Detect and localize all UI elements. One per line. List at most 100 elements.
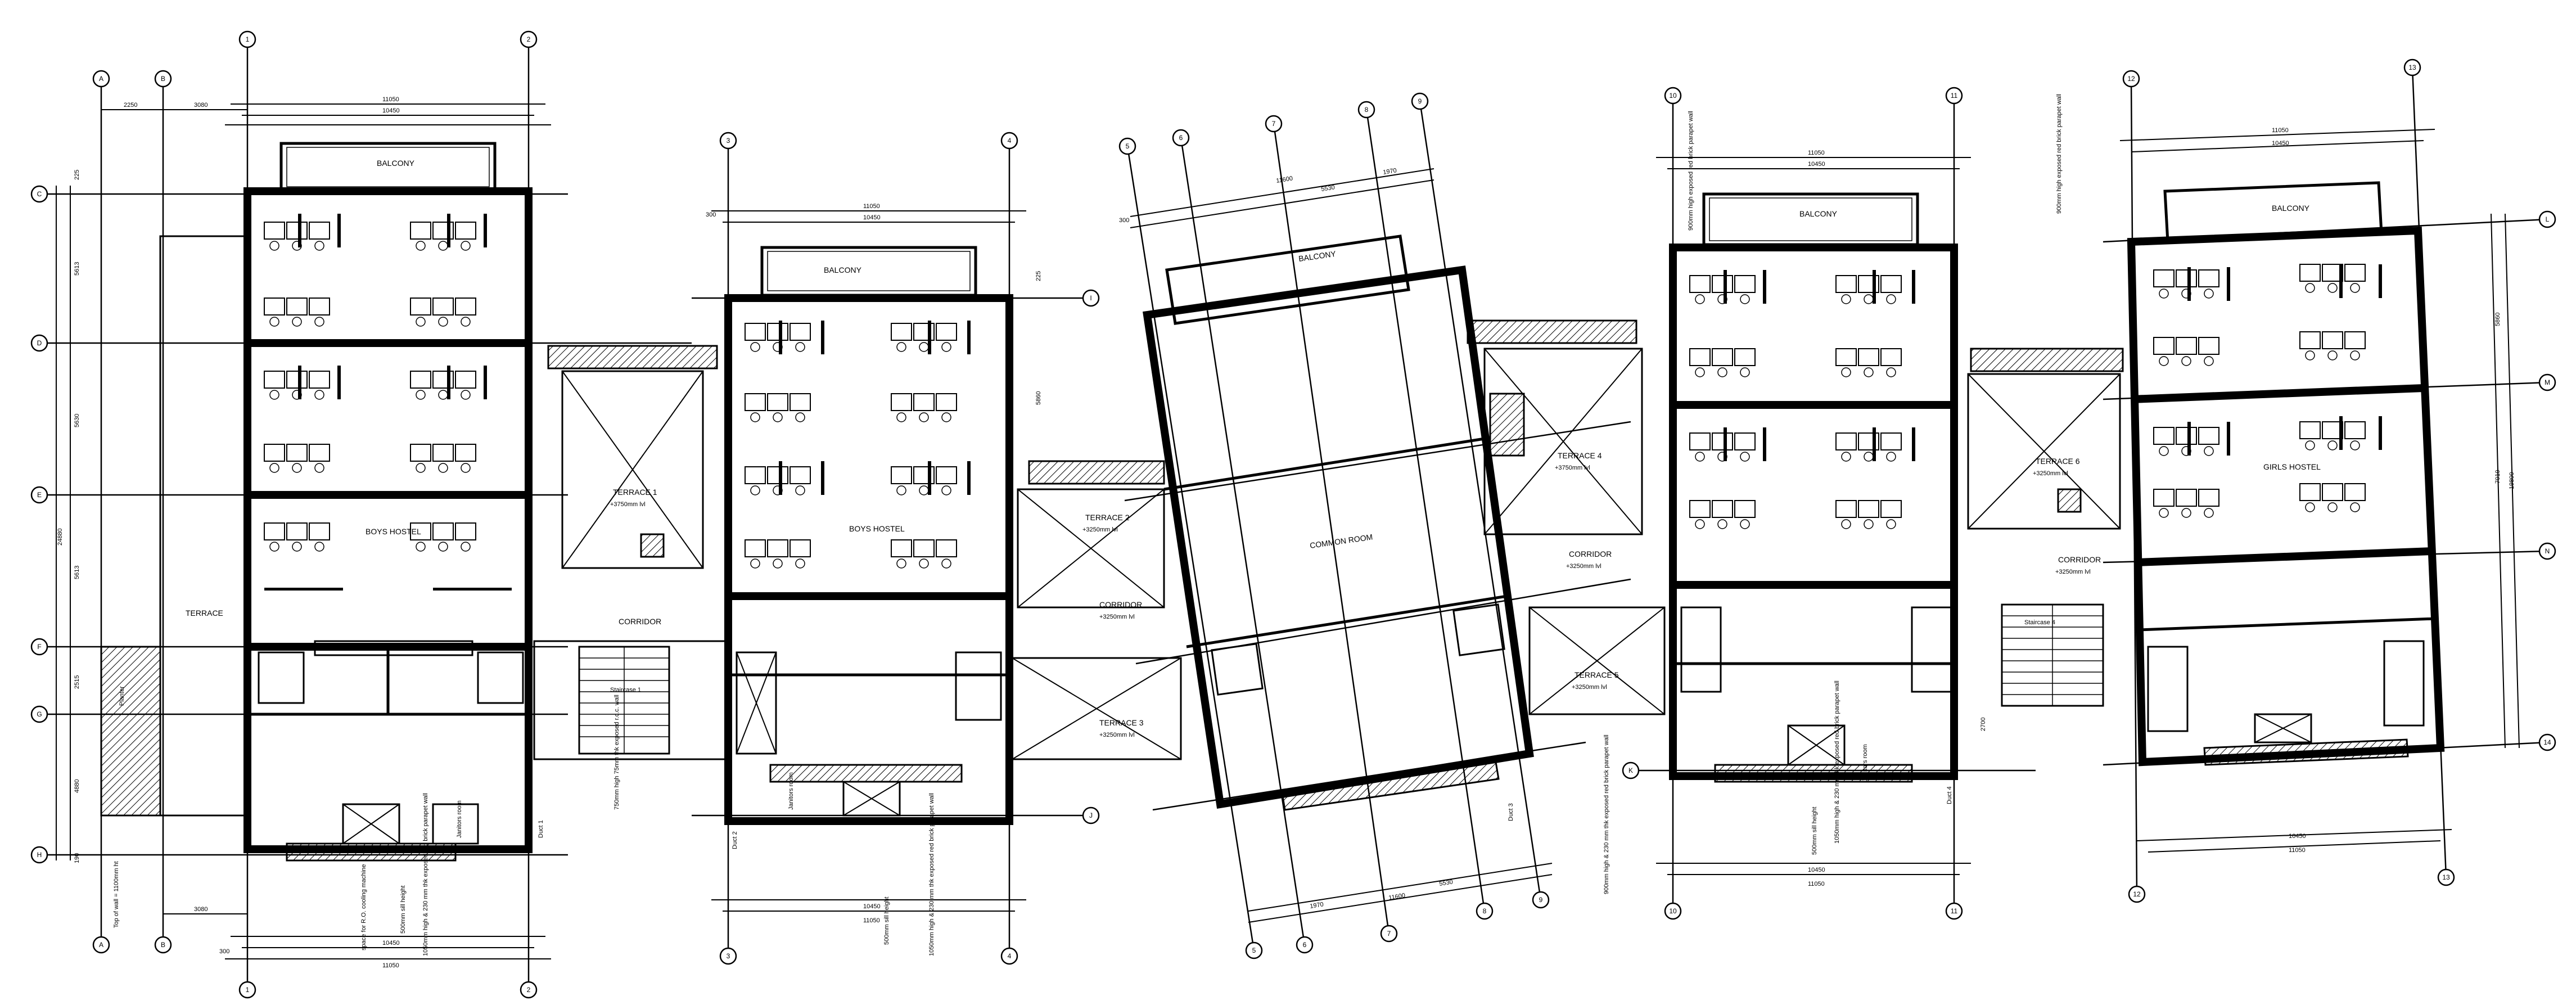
- parapet-top-note-1: 900mm high exposed red brick parapet wal…: [1688, 111, 1694, 231]
- dim-left-b1-2515: 2515: [74, 675, 80, 689]
- terrace-4-label: TERRACE 4: [1558, 451, 1602, 460]
- grid-bubble: [2538, 542, 2556, 560]
- grid-bubble: [2538, 210, 2556, 228]
- balcony-label-2: BALCONY: [824, 265, 862, 274]
- dim-top-b4-11050: 11050: [1808, 150, 1825, 156]
- dim-right-b4-2700: 2700: [1980, 718, 1987, 731]
- grid-bubble-label: B: [161, 75, 165, 83]
- ro-machine-note: space for R.O. cooling machine: [360, 864, 367, 950]
- grid-bubble-label: N: [2545, 547, 2550, 555]
- grid-bubble-label: A: [99, 941, 103, 949]
- grid-bubble: [1245, 941, 1263, 959]
- grid-bubble-label: 4: [1008, 952, 1012, 960]
- duct-3-label: Duct 3: [1508, 803, 1514, 821]
- grid-bubble-label: 11: [1951, 92, 1958, 100]
- dim-left-b1-5630: 5630: [74, 414, 80, 427]
- corridor-3-level: +3250mm lvl: [1566, 563, 1601, 570]
- duct-2-label: Duct 2: [732, 831, 738, 849]
- terrace-6-label: TERRACE 6: [2036, 457, 2080, 466]
- grid-bubble-label: H: [37, 851, 42, 859]
- dim-left-b1-225: 225: [74, 170, 80, 180]
- dim-bot-b1-3080: 3080: [194, 906, 207, 913]
- grid-bubble: [719, 132, 737, 150]
- corridor-2-level: +3250mm lvl: [1099, 614, 1135, 620]
- parapet-top-note-2: 900mm high exposed red brick parapet wal…: [2056, 94, 2063, 214]
- sill-note-1: 500mm sill height: [400, 885, 407, 934]
- grid-bubble-label: 5: [1126, 142, 1130, 150]
- terrace-1-label: TERRACE 1: [613, 488, 657, 497]
- terrace-1-level: +3750mm lvl: [610, 501, 646, 508]
- parapet-note-2: 1050mm high & 230 mm thk exposed red bri…: [928, 793, 935, 956]
- grid-bubble-label: F: [37, 643, 41, 651]
- dim-bot-b3-1970: 1970: [1310, 901, 1324, 910]
- terrace-3-label: TERRACE 3: [1099, 718, 1144, 727]
- grid-bubble: [30, 334, 48, 352]
- terrace-6-level: +3250mm lvl: [2033, 470, 2068, 477]
- girls-hostel-block: BALCONY GIRLS HOSTEL: [2127, 181, 2445, 767]
- terrace-4-level: +3750mm lvl: [1555, 465, 1590, 471]
- grid-bubble-label: 6: [1179, 134, 1183, 142]
- boys-hostel-label-2: BOYS HOSTEL: [849, 524, 905, 533]
- grid-bubble-label: J: [1089, 812, 1093, 819]
- grid-bubble: [1265, 115, 1283, 133]
- terrace-4-5-zone: TERRACE 4 +3750mm lvl CORRIDOR +3250mm l…: [1467, 319, 1666, 894]
- grid-bubble: [1380, 925, 1398, 943]
- dim-top-b2-10450: 10450: [863, 214, 881, 221]
- grid-bubble: [30, 846, 48, 864]
- dim-right-b5-5860: 5860: [2494, 313, 2501, 326]
- grid-bubble-label: K: [1628, 767, 1633, 774]
- terrace-6-zone: TERRACE 6 +3250mm lvl CORRIDOR +3250mm l…: [1967, 94, 2124, 707]
- staircase-1-treads: [579, 647, 669, 754]
- dim-top-b3-11600: 11600: [1276, 175, 1293, 184]
- grid-bubble-label: 13: [2442, 873, 2450, 881]
- dim-top-b3-1970: 1970: [1383, 167, 1397, 176]
- dim-left-b1-5613b: 5613: [74, 566, 80, 579]
- terrace-label: TERRACE: [186, 609, 223, 618]
- duct-4-label: Duct 4: [1946, 786, 1953, 804]
- grid-bubble: [1532, 891, 1550, 909]
- grid-bubble-label: 8: [1365, 106, 1369, 114]
- grid-bubble: [1296, 936, 1314, 954]
- grid-bubble: [30, 486, 48, 504]
- grid-bubble: [92, 70, 110, 88]
- sill-note-2: 500mm sill height: [883, 896, 890, 945]
- grid-bubble: [1000, 947, 1018, 965]
- dim-top-b3-300: 300: [1119, 217, 1129, 224]
- boys-hostel-block-2: BALCONY BOYS HOSTEL Janitors room Duct 2…: [724, 246, 1013, 956]
- grid-bubble-label: 4: [1008, 137, 1012, 145]
- dim-top-b5-11050: 11050: [2272, 127, 2289, 134]
- dim-left-b1-190: 190: [74, 853, 80, 863]
- grid-bubble-label: 9: [1539, 896, 1543, 904]
- janitors-room-3: Janitors room: [1862, 744, 1869, 782]
- dim-right-b5-19800: 19800: [2509, 472, 2515, 489]
- dim-left-b1-24880: 24880: [57, 528, 64, 546]
- dim-left-b1-4880: 4880: [74, 779, 80, 793]
- balcony-label-5: BALCONY: [2272, 204, 2310, 213]
- corridor-label-main: CORRIDOR: [619, 617, 661, 626]
- parapet-note-4: 1050mm high & 230 mm thk exposed red bri…: [1834, 680, 1840, 844]
- grid-bubble: [520, 30, 538, 48]
- grid-bubble: [2538, 373, 2556, 391]
- balcony-label-4: BALCONY: [1799, 209, 1838, 218]
- dim-bot-b1-300: 300: [219, 948, 229, 955]
- grid-bubble-label: 8: [1483, 907, 1487, 915]
- dim-bot-b5-10450: 10450: [2289, 833, 2306, 840]
- grid-bubble: [1945, 902, 1963, 920]
- janitors-room-2: Janitors room: [788, 772, 795, 810]
- grid-bubble: [154, 70, 172, 88]
- grid-bubble-label: C: [37, 190, 42, 198]
- grid-bubble: [1664, 902, 1682, 920]
- grid-bubble: [2538, 733, 2556, 751]
- grid-bubble-label: 10: [1669, 92, 1677, 100]
- grid-bubble-label: 14: [2543, 738, 2551, 746]
- dim-left-b1-5613a: 5613: [74, 262, 80, 276]
- grid-bubble-label: I: [1090, 294, 1091, 302]
- grid-bubble-label: 1: [246, 986, 250, 994]
- grid-bubble-label: 7: [1387, 930, 1391, 938]
- grid-bubble: [520, 981, 538, 999]
- grid-bubble: [1082, 289, 1100, 307]
- grid-bubble-label: 3: [727, 137, 730, 145]
- grid-bubbles: 1122AABBCDEFGH3344IJ5678956789K101011111…: [30, 30, 2556, 999]
- terrace-5-label: TERRACE 5: [1575, 670, 1619, 679]
